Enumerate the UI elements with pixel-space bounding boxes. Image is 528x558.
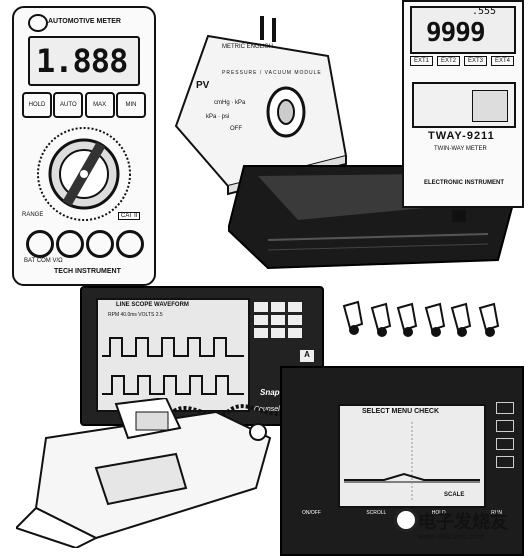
watermark-logo-icon <box>394 508 418 532</box>
min-button[interactable]: MIN <box>115 92 146 118</box>
analyzer-run-button[interactable]: RUN <box>491 510 502 516</box>
pv-mode-off[interactable]: OFF <box>230 126 242 132</box>
key[interactable] <box>254 302 268 312</box>
ma-jack[interactable] <box>116 230 144 258</box>
auto-button[interactable]: AUTO <box>53 92 84 118</box>
multimeter-display: 1.888 <box>28 36 140 86</box>
v-jack[interactable] <box>56 230 84 258</box>
key[interactable] <box>288 315 302 325</box>
range-label: RANGE <box>22 212 44 218</box>
key[interactable] <box>288 302 302 312</box>
pv-label: PV <box>196 80 210 91</box>
ext4-button[interactable]: EXT4 <box>490 56 514 66</box>
tway-panel <box>412 82 516 128</box>
com-jack[interactable] <box>26 230 54 258</box>
side-button[interactable] <box>496 420 514 432</box>
analyzer-footer: ON/OFF SCROLL HOLD RUN <box>302 510 502 516</box>
pv-title: PRESSURE / VACUUM MODULE <box>222 70 322 76</box>
analyzer-trace <box>344 422 480 502</box>
key[interactable] <box>271 302 285 312</box>
cat-label: CAT II <box>118 212 141 220</box>
pv-top-label: METRIC ENGLISH <box>222 44 274 50</box>
scope-brand: Snap-on <box>260 388 292 397</box>
watermark-url: www.elecfans.com <box>418 532 485 541</box>
probe-clips <box>342 300 500 337</box>
pv-mode-kpa[interactable]: kPa · psi <box>206 114 230 120</box>
watermark-text: 电子发烧友 <box>418 512 508 533</box>
scope-screen: LINE SCOPE WAVEFORM RPM 40.0ms VOLTS 2.5 <box>96 298 250 412</box>
analyzer-screen-title: SELECT MENU CHECK <box>362 408 440 415</box>
ext1-button[interactable]: EXT1 <box>410 56 434 66</box>
multimeter-button-row: HOLD AUTO MAX MIN <box>22 92 146 118</box>
tway-model: TWAY-9211 <box>428 130 495 142</box>
tway-reading: 9999 <box>426 18 486 48</box>
side-button[interactable] <box>496 402 514 414</box>
tway-reading-top: .555 <box>472 6 497 17</box>
jack-row <box>26 230 144 258</box>
a-jack[interactable] <box>86 230 114 258</box>
side-button[interactable] <box>496 438 514 450</box>
tway-display: .555 9999 <box>410 6 516 54</box>
analyzer-onoff-button[interactable]: ON/OFF <box>302 510 321 516</box>
tway-subdisplay <box>472 90 508 122</box>
key[interactable] <box>254 328 268 338</box>
scope-screen-sub: RPM 40.0ms VOLTS 2.5 <box>108 312 163 318</box>
tway-switch[interactable] <box>452 210 466 222</box>
analyzer-scroll-button[interactable]: SCROLL <box>366 510 387 516</box>
tway-meter: .555 9999 EXT1 EXT2 EXT3 EXT4 TWAY-9211 … <box>402 0 524 222</box>
pv-mode-cmhg[interactable]: cmHg · kPa <box>214 100 246 106</box>
analyzer-screen: SELECT MENU CHECK SCALE <box>338 404 486 508</box>
analyzer-side-buttons <box>496 402 514 468</box>
analyzer-hold-button[interactable]: HOLD <box>431 510 446 516</box>
multimeter-reading: 1.888 <box>36 42 128 80</box>
rotary-dial[interactable] <box>30 122 138 222</box>
hold-button[interactable]: HOLD <box>22 92 52 118</box>
scope-waveform <box>102 337 244 395</box>
tway-subtitle: TWIN-WAY METER <box>434 146 487 152</box>
tway-footer: ELECTRONIC INSTRUMENT <box>424 180 504 186</box>
max-button[interactable]: MAX <box>84 92 115 118</box>
key[interactable] <box>288 328 302 338</box>
multimeter-footer: BAT COM V/Ω <box>24 258 63 264</box>
multimeter-maker: TECH INSTRUMENT <box>54 268 121 275</box>
scope-keypad <box>254 302 310 338</box>
analyzer-scale: SCALE <box>444 492 465 498</box>
scope-screen-title: LINE SCOPE WAVEFORM <box>116 302 189 308</box>
multimeter-logo-icon <box>28 14 48 32</box>
side-button[interactable] <box>496 456 514 468</box>
key[interactable] <box>254 315 268 325</box>
tway-button-grid: EXT1 EXT2 EXT3 EXT4 <box>410 56 514 71</box>
key[interactable] <box>271 328 285 338</box>
ext3-button[interactable]: EXT3 <box>463 56 487 66</box>
multimeter-brand: AUTOMOTIVE METER <box>48 18 121 25</box>
key[interactable] <box>271 315 285 325</box>
handheld-unit <box>16 398 272 548</box>
scope-model: Counselor <box>254 406 286 413</box>
scope-letter-a[interactable]: A <box>300 350 314 362</box>
ext2-button[interactable]: EXT2 <box>436 56 460 66</box>
multimeter: AUTOMOTIVE METER 1.888 HOLD AUTO MAX MIN… <box>12 6 156 286</box>
